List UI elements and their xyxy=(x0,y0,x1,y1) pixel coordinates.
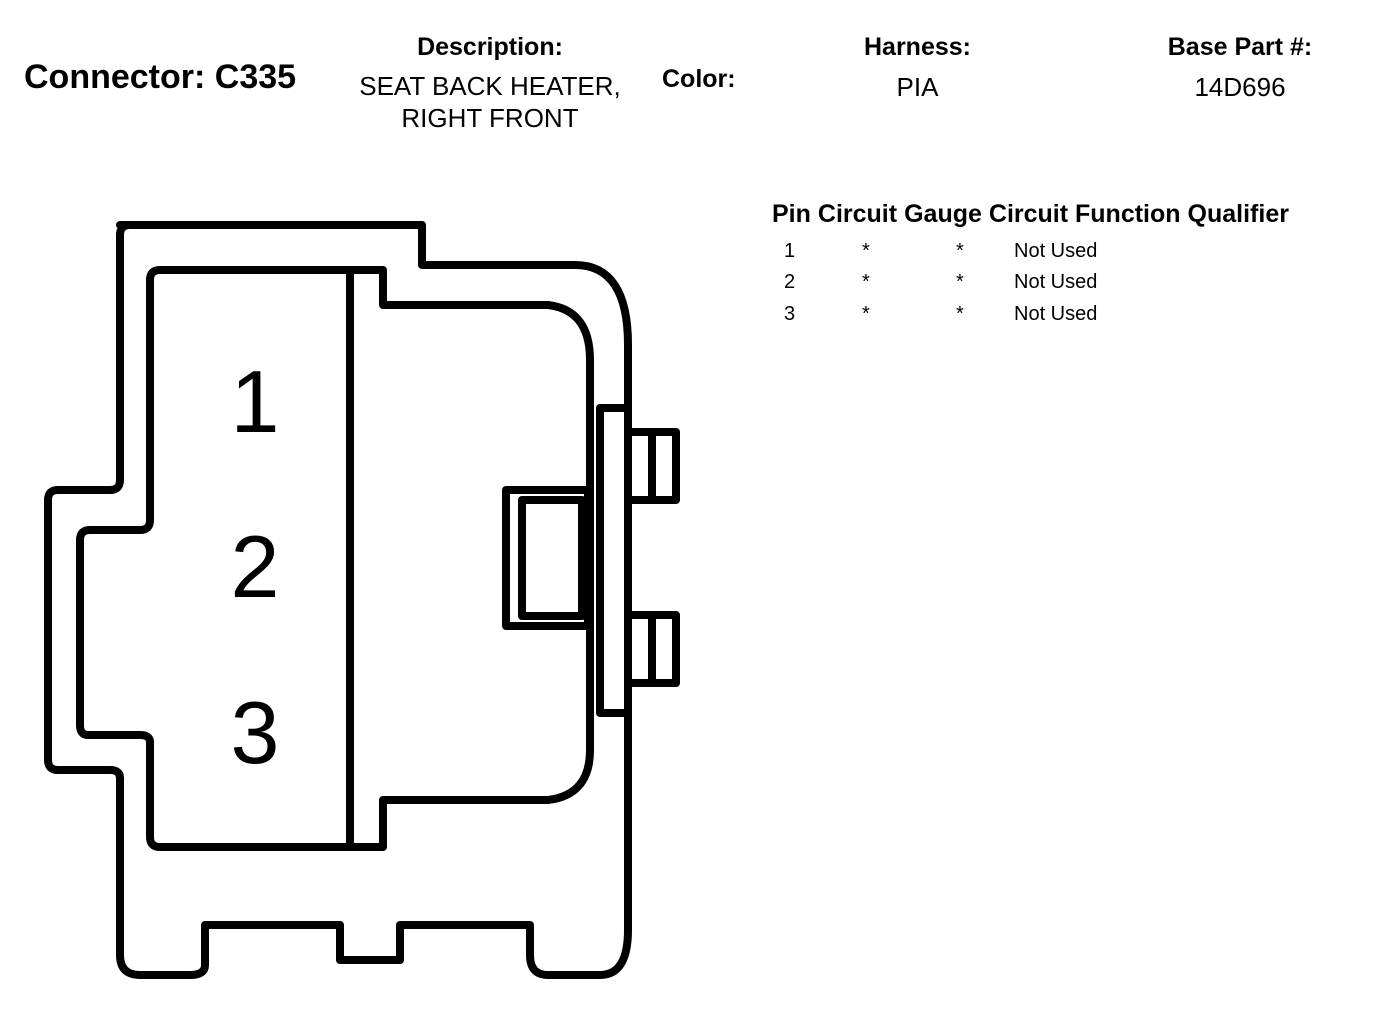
base-part-label: Base Part #: xyxy=(1167,33,1313,61)
description-label: Description: xyxy=(417,33,563,61)
header-gauge: Gauge xyxy=(904,200,982,228)
pin-number: 3 xyxy=(784,303,796,325)
description-line-1: SEAT BACK HEATER, xyxy=(359,71,621,101)
center-lock xyxy=(502,486,592,630)
pin-label-2: 2 xyxy=(231,517,280,616)
description-value: SEAT BACK HEATER, RIGHT FRONT xyxy=(340,70,640,134)
gauge-value: * xyxy=(956,303,964,325)
circuit-value: * xyxy=(862,240,870,262)
header-circuit-function: Circuit Function xyxy=(988,200,1181,228)
harness-value: PIA xyxy=(896,72,939,102)
circuit-value: * xyxy=(862,303,870,325)
connector-inner-cavity xyxy=(76,266,594,851)
base-part-value: 14D696 xyxy=(1194,72,1286,102)
pin-label-1: 1 xyxy=(231,352,280,451)
connector-title: Connector: C335 xyxy=(24,58,297,96)
circuit-value: * xyxy=(862,271,870,293)
pin-number: 1 xyxy=(784,240,796,262)
circuit-function: Not Used xyxy=(1014,240,1098,262)
gauge-value: * xyxy=(956,271,964,293)
description-line-2: RIGHT FRONT xyxy=(401,103,579,133)
header-pin: Pin xyxy=(772,200,811,228)
harness-label: Harness: xyxy=(864,33,971,61)
circuit-function: Not Used xyxy=(1014,303,1098,325)
header-circuit: Circuit xyxy=(817,200,898,228)
latch-block xyxy=(596,404,632,717)
connector-outer-shell xyxy=(44,221,632,979)
circuit-function: Not Used xyxy=(1014,271,1098,293)
color-label: Color: xyxy=(662,65,736,93)
pin-label-3: 3 xyxy=(231,683,280,782)
pin-number: 2 xyxy=(784,271,796,293)
gauge-value: * xyxy=(956,240,964,262)
header-qualifier: Qualifier xyxy=(1187,200,1289,228)
